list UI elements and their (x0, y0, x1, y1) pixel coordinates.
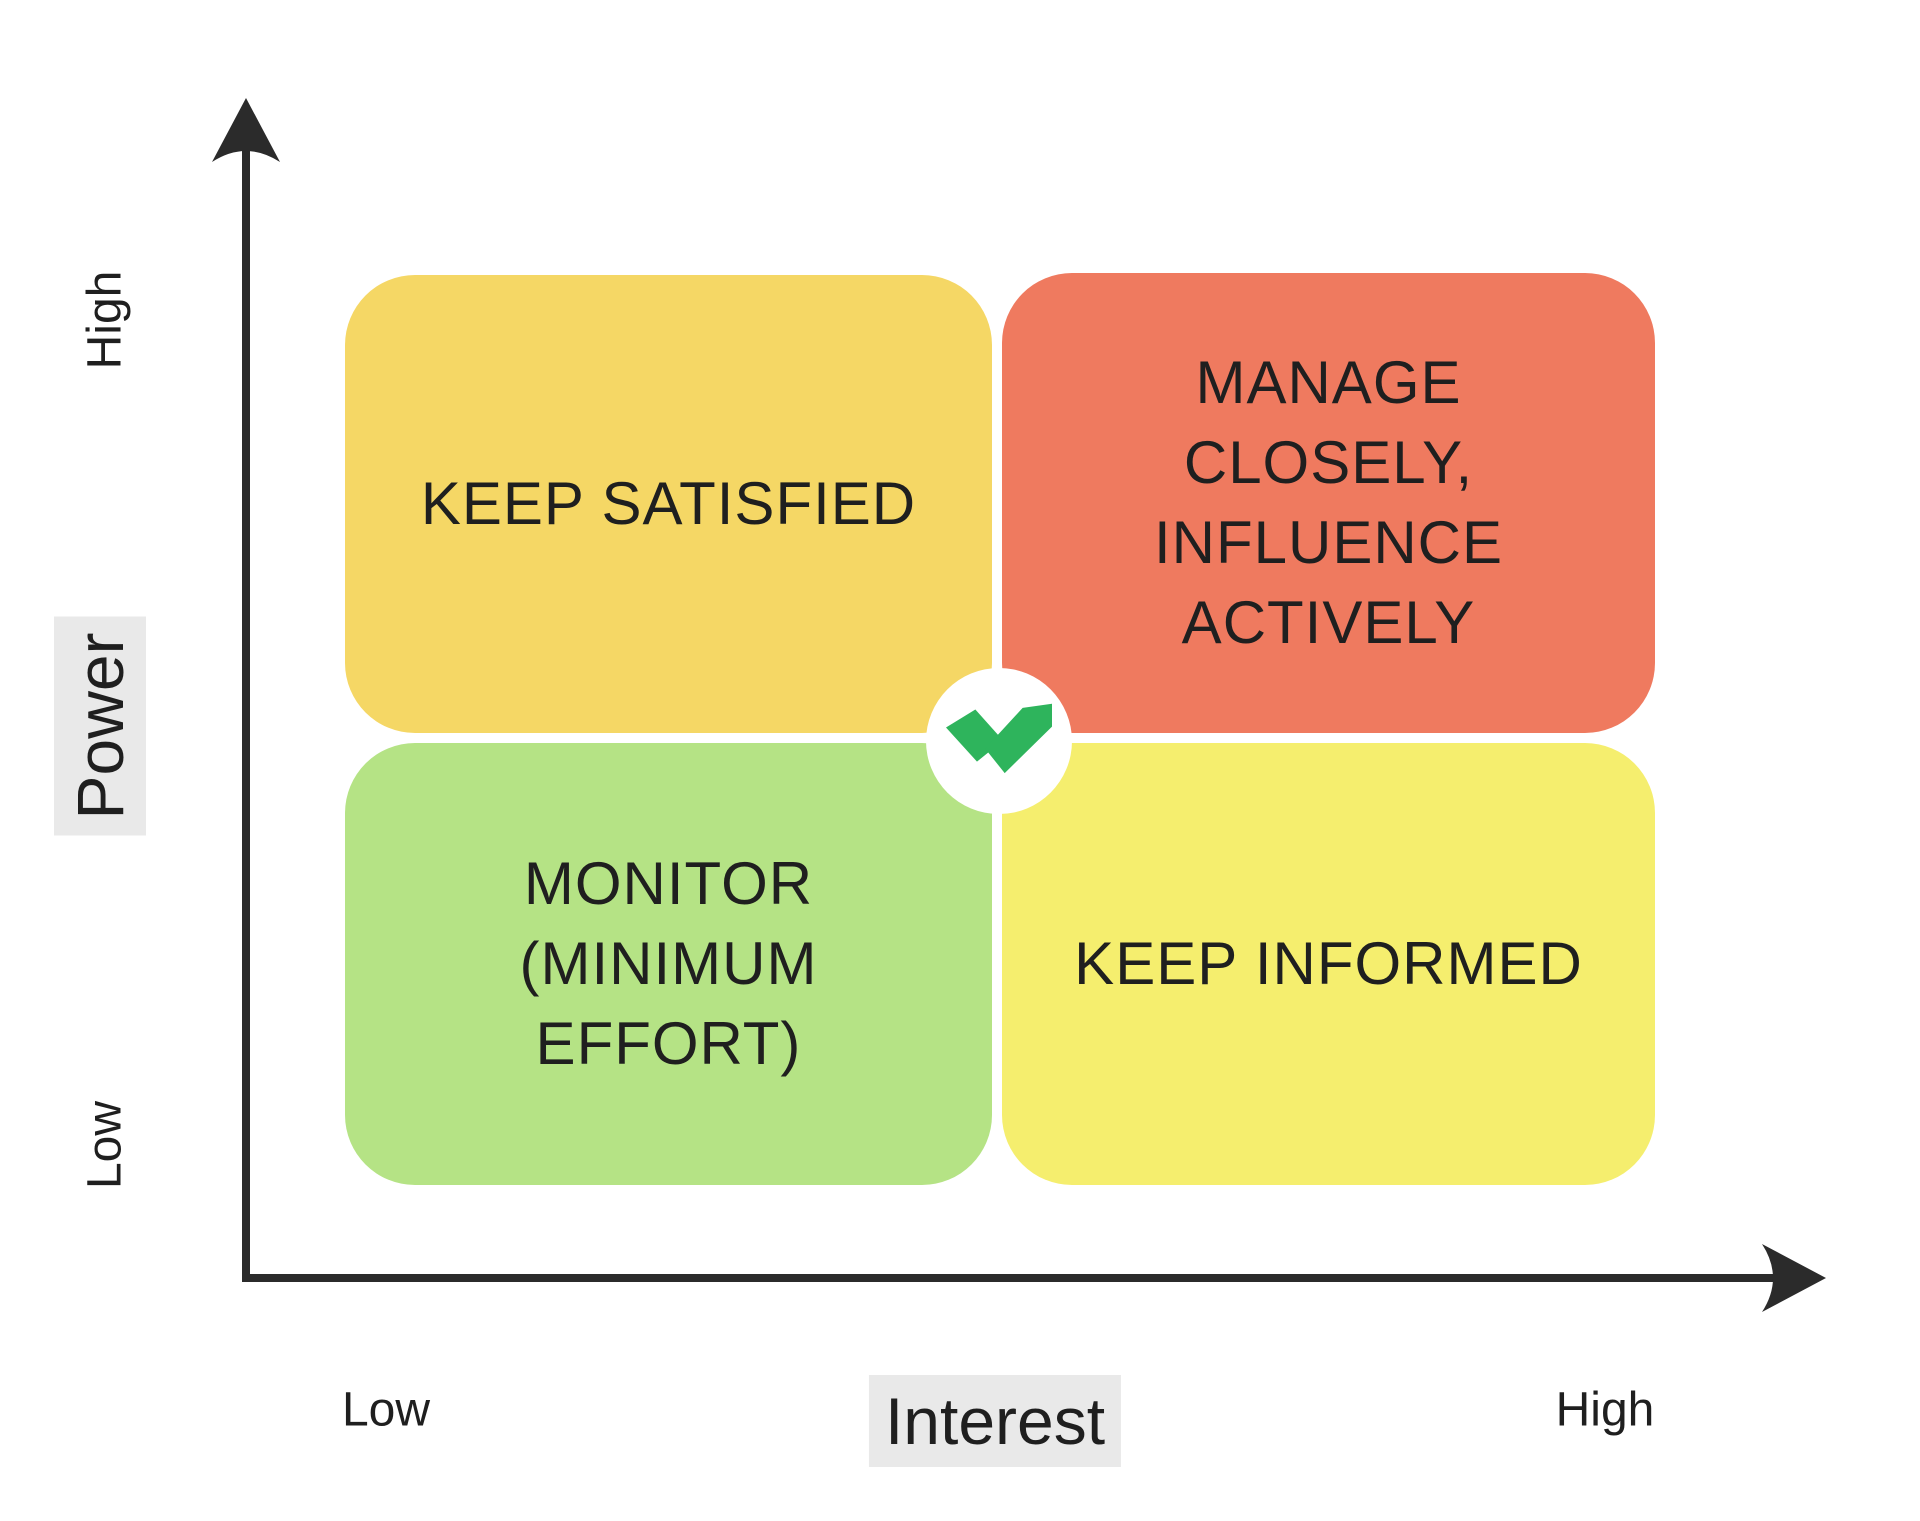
quadrant-label-line: KEEP INFORMED (1074, 930, 1583, 997)
x-axis (242, 1244, 1826, 1312)
quadrant-label: KEEP SATISFIED (421, 464, 916, 544)
x-axis-arrow-icon (1762, 1244, 1826, 1312)
y-axis (212, 98, 280, 1280)
quadrant-label: KEEP INFORMED (1074, 924, 1583, 1004)
quadrant-label-line: (MINIMUM (519, 930, 818, 997)
quadrant-label-line: INFLUENCE (1153, 509, 1504, 576)
logo-right-tick (985, 703, 1052, 774)
quadrant-keep-satisfied: KEEP SATISFIED (345, 275, 992, 733)
x-axis-high-label: High (1555, 1383, 1655, 1437)
y-axis-title: Power (54, 616, 146, 836)
center-badge (926, 668, 1072, 814)
x-axis-title: Interest (868, 1375, 1122, 1467)
y-axis-low-label: Low (78, 1100, 132, 1190)
quadrant-keep-informed: KEEP INFORMED (1002, 743, 1655, 1185)
quadrant-label-line: MONITOR (523, 850, 814, 917)
quadrant-label: MONITOR (MINIMUM EFFORT) (520, 844, 818, 1084)
quadrant-label-line: MANAGE (1195, 349, 1462, 416)
y-axis-high-label: High (78, 270, 132, 370)
wrike-checkmark-logo-icon (946, 703, 1052, 774)
quadrant-label-line: EFFORT) (535, 1010, 802, 1077)
quadrant-manage-closely: MANAGE CLOSELY, INFLUENCE ACTIVELY (1002, 273, 1655, 733)
y-axis-arrow-icon (212, 98, 280, 162)
quadrant-label-line: KEEP SATISFIED (420, 470, 917, 537)
quadrant-label: MANAGE CLOSELY, INFLUENCE ACTIVELY (1154, 343, 1503, 663)
x-axis-low-label: Low (341, 1383, 431, 1437)
quadrant-monitor: MONITOR (MINIMUM EFFORT) (345, 743, 992, 1185)
quadrant-label-line: CLOSELY, (1183, 429, 1474, 496)
quadrant-label-line: ACTIVELY (1181, 589, 1476, 656)
